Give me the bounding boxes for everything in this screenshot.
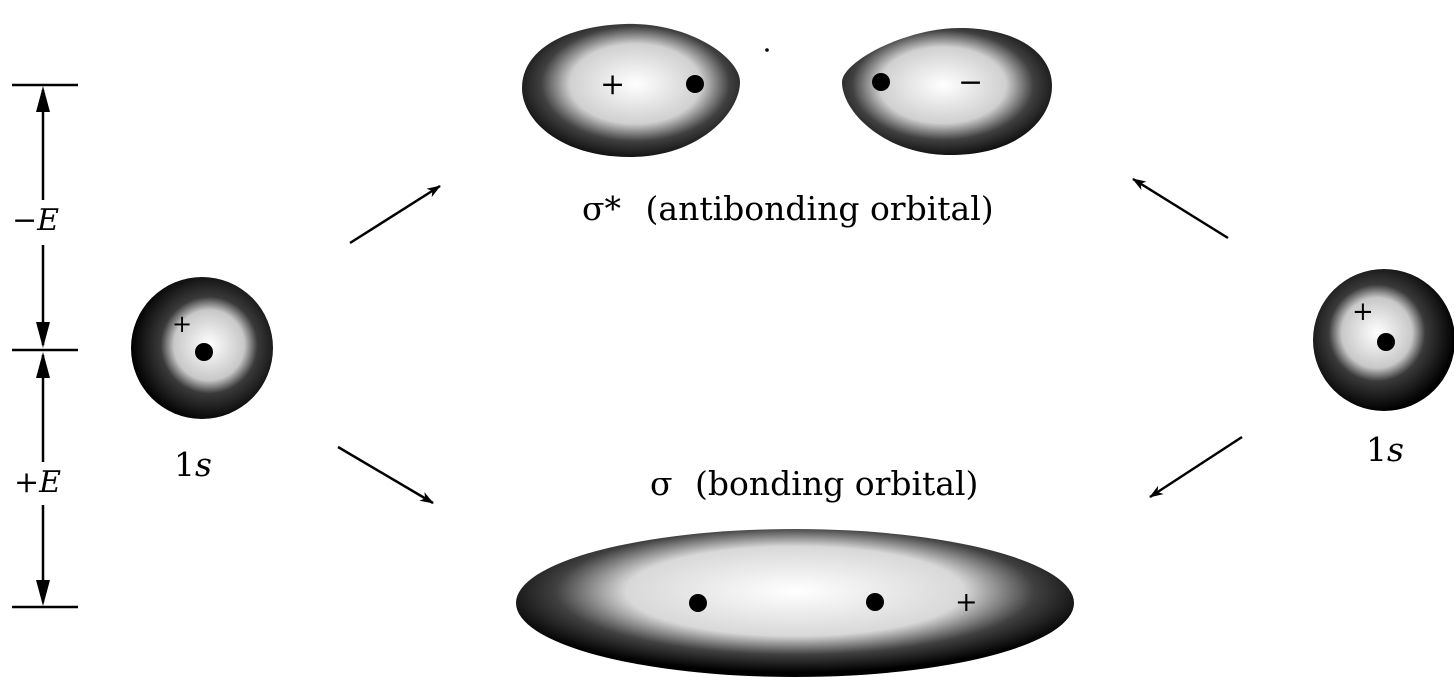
bonding-caption: (bonding orbital) <box>695 464 978 503</box>
bonding-symbol: σ <box>650 464 673 503</box>
antibonding-left-lobe <box>522 24 740 157</box>
stray-speck <box>765 48 769 52</box>
arrow-right-to-bonding <box>1150 437 1242 497</box>
energy-lower-label: +E <box>14 468 61 498</box>
left-1s-label-letter: s <box>195 445 212 484</box>
energy-arrowhead-down-bottom <box>36 580 50 606</box>
left-nucleus-dot <box>195 343 213 361</box>
arrow-left-to-bonding <box>338 447 433 503</box>
bonding-orbital <box>516 529 1074 677</box>
bonding-caption-row: σ (bonding orbital) <box>650 467 978 500</box>
antibonding-left-nucleus-dot <box>686 75 704 93</box>
energy-arrowhead-down-mid <box>36 322 50 348</box>
right-nucleus-dot <box>1377 333 1395 351</box>
right-1s-label-letter: s <box>1387 430 1404 469</box>
left-atom-sign: + <box>172 312 192 336</box>
arrow-left-to-antibonding <box>350 186 440 243</box>
bonding-nucleus-dot-right <box>866 593 884 611</box>
right-1s-orbital <box>1313 269 1454 411</box>
left-1s-label-number: 1 <box>174 445 195 484</box>
right-atom-sign: + <box>1352 299 1374 325</box>
energy-arrowhead-up-top <box>36 86 50 112</box>
antibonding-caption-row: σ* (antibonding orbital) <box>582 192 994 225</box>
left-1s-orbital <box>131 277 273 419</box>
bonding-nucleus-dot-left <box>689 594 707 612</box>
antibonding-symbol: σ* <box>582 189 621 228</box>
right-1s-label-number: 1 <box>1366 430 1387 469</box>
energy-upper-label: −E <box>12 206 59 236</box>
antibonding-left-sign: + <box>600 70 625 100</box>
energy-scale <box>12 85 78 607</box>
arrow-right-to-antibonding <box>1133 179 1228 238</box>
left-1s-label: 1s <box>174 448 212 481</box>
bonding-sign: + <box>955 589 978 616</box>
antibonding-right-nucleus-dot <box>872 73 890 91</box>
antibonding-right-sign: − <box>958 68 983 98</box>
antibonding-right-lobe <box>842 28 1052 155</box>
energy-arrowhead-up-mid <box>36 352 50 378</box>
right-1s-label: 1s <box>1366 433 1404 466</box>
antibonding-caption: (antibonding orbital) <box>646 189 994 228</box>
